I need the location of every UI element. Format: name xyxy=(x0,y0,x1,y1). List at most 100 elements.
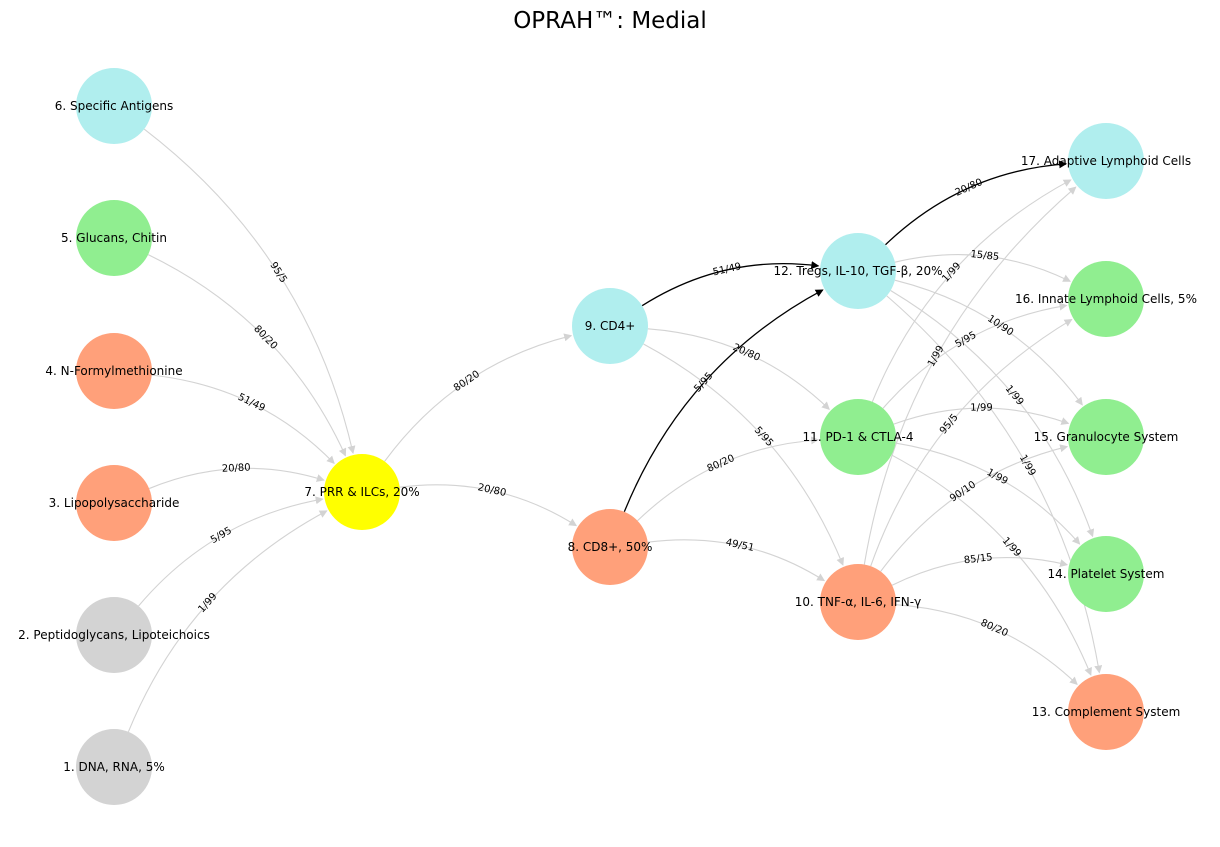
edge-8-11 xyxy=(637,436,820,522)
edge-label-10-14: 85/15 xyxy=(963,552,993,566)
edge-label-10-16: 95/5 xyxy=(938,412,961,436)
node-label-2: 2. Peptidoglycans, Lipoteichoics xyxy=(18,628,210,642)
node-12[interactable]: 12. Tregs, IL-10, TGF-β, 20% xyxy=(773,233,943,309)
node-1[interactable]: 1. DNA, RNA, 5% xyxy=(63,729,165,805)
edge-label-4-7: 51/49 xyxy=(236,392,267,414)
node-circle-3[interactable] xyxy=(76,465,152,541)
node-circle-15[interactable] xyxy=(1068,399,1144,475)
node-label-6: 6. Specific Antigens xyxy=(55,99,174,113)
edge-12-14 xyxy=(890,290,1095,538)
edge-7-8 xyxy=(399,484,578,527)
node-15[interactable]: 15. Granulocyte System xyxy=(1034,399,1179,475)
node-label-7: 7. PRR & ILCs, 20% xyxy=(304,485,419,499)
edge-label-12-14: 1/99 xyxy=(1003,383,1026,407)
node-label-1: 1. DNA, RNA, 5% xyxy=(63,760,165,774)
node-circle-11[interactable] xyxy=(820,399,896,475)
node-circle-13[interactable] xyxy=(1068,674,1144,750)
node-layer: 1. DNA, RNA, 5% 2. Peptidoglycans, Lipote… xyxy=(18,68,1197,805)
node-circle-1[interactable] xyxy=(76,729,152,805)
node-circle-10[interactable] xyxy=(820,564,896,640)
node-6[interactable]: 6. Specific Antigens xyxy=(55,68,174,144)
node-circle-8[interactable] xyxy=(572,509,648,585)
edge-label-11-15: 1/99 xyxy=(970,403,993,414)
node-13[interactable]: 13. Complement System xyxy=(1032,674,1181,750)
edge-label-8-10: 49/51 xyxy=(725,537,756,554)
node-label-12: 12. Tregs, IL-10, TGF-β, 20% xyxy=(773,264,942,278)
node-label-3: 3. Lipopolysaccharide xyxy=(49,496,180,510)
node-label-17: 17. Adaptive Lymphoid Cells xyxy=(1021,154,1191,168)
node-label-8: 8. CD8+, 50% xyxy=(568,540,653,554)
node-circle-7[interactable] xyxy=(324,454,400,530)
edge-11-16 xyxy=(882,302,1068,409)
node-label-9: 9. CD4+ xyxy=(585,319,636,333)
node-circle-17[interactable] xyxy=(1068,123,1144,199)
edge-11-13 xyxy=(891,454,1092,676)
edge-label-7-8: 20/80 xyxy=(477,482,508,499)
node-2[interactable]: 2. Peptidoglycans, Lipoteichoics xyxy=(18,597,210,673)
edge-12-17 xyxy=(885,160,1068,246)
edge-12-13 xyxy=(886,295,1103,674)
edge-6-7 xyxy=(143,128,356,454)
node-4[interactable]: 4. N-Formylmethionine xyxy=(45,333,183,409)
edge-label-9-12: 51/49 xyxy=(712,261,743,278)
node-7[interactable]: 7. PRR & ILCs, 20% xyxy=(304,454,420,530)
node-circle-9[interactable] xyxy=(572,288,648,364)
edge-label-5-7: 80/20 xyxy=(251,324,279,352)
edge-10-15 xyxy=(880,444,1069,572)
edge-5-7 xyxy=(147,254,347,457)
edge-11-17 xyxy=(871,179,1072,403)
node-circle-4[interactable] xyxy=(76,333,152,409)
node-label-14: 14. Platelet System xyxy=(1048,567,1165,581)
edge-10-14 xyxy=(891,556,1069,586)
node-circle-12[interactable] xyxy=(820,233,896,309)
node-16[interactable]: 16. Innate Lymphoid Cells, 5% xyxy=(1015,261,1197,337)
edge-label-12-15: 10/90 xyxy=(985,313,1015,338)
node-5[interactable]: 5. Glucans, Chitin xyxy=(61,200,167,276)
node-10[interactable]: 10. TNF-α, IL-6, IFN-γ xyxy=(795,564,921,640)
node-8[interactable]: 8. CD8+, 50% xyxy=(568,509,653,585)
node-label-15: 15. Granulocyte System xyxy=(1034,430,1179,444)
edge-9-12 xyxy=(641,261,820,307)
edge-8-12 xyxy=(623,289,824,513)
edge-label-6-7: 95/5 xyxy=(267,260,288,285)
edge-label-9-10: 5/95 xyxy=(752,425,775,449)
node-label-10: 10. TNF-α, IL-6, IFN-γ xyxy=(795,595,921,609)
edge-3-7 xyxy=(148,467,325,490)
edge-11-15 xyxy=(893,407,1070,425)
node-label-13: 13. Complement System xyxy=(1032,705,1181,719)
edge-label-10-15: 90/10 xyxy=(948,479,978,504)
edge-12-16 xyxy=(894,254,1072,282)
node-17[interactable]: 17. Adaptive Lymphoid Cells xyxy=(1021,123,1191,199)
node-circle-14[interactable] xyxy=(1068,536,1144,612)
edge-label-10-17: 1/99 xyxy=(926,344,947,369)
edge-8-10 xyxy=(647,539,826,582)
edge-4-7 xyxy=(151,374,335,465)
node-circle-16[interactable] xyxy=(1068,261,1144,337)
edge-7-9 xyxy=(384,333,573,462)
edge-label-12-17: 20/80 xyxy=(954,177,985,199)
node-9[interactable]: 9. CD4+ xyxy=(572,288,648,364)
edge-label-11-14: 1/99 xyxy=(985,467,1010,487)
node-14[interactable]: 14. Platelet System xyxy=(1048,536,1165,612)
edge-10-16 xyxy=(870,319,1073,567)
edge-label-2-7: 5/95 xyxy=(209,525,234,546)
edge-label-12-16: 15/85 xyxy=(970,249,1000,263)
edge-label-9-11: 20/80 xyxy=(731,342,762,364)
edge-11-14 xyxy=(895,442,1081,545)
node-3[interactable]: 3. Lipopolysaccharide xyxy=(49,465,180,541)
edge-label-11-16: 5/95 xyxy=(953,330,978,351)
edge-1-7 xyxy=(127,510,328,733)
node-label-5: 5. Glucans, Chitin xyxy=(61,231,167,245)
edge-label-8-11: 80/20 xyxy=(706,453,737,475)
diagram-title: OPRAH™: Medial xyxy=(513,8,707,34)
node-11[interactable]: 11. PD-1 & CTLA-4 xyxy=(803,399,914,475)
node-circle-5[interactable] xyxy=(76,200,152,276)
edge-9-11 xyxy=(647,328,830,410)
edge-2-7 xyxy=(138,496,324,607)
node-label-11: 11. PD-1 & CTLA-4 xyxy=(803,430,914,444)
edge-label-7-9: 80/20 xyxy=(452,369,482,394)
node-circle-2[interactable] xyxy=(76,597,152,673)
node-circle-6[interactable] xyxy=(76,68,152,144)
edge-label-3-7: 20/80 xyxy=(222,462,251,474)
